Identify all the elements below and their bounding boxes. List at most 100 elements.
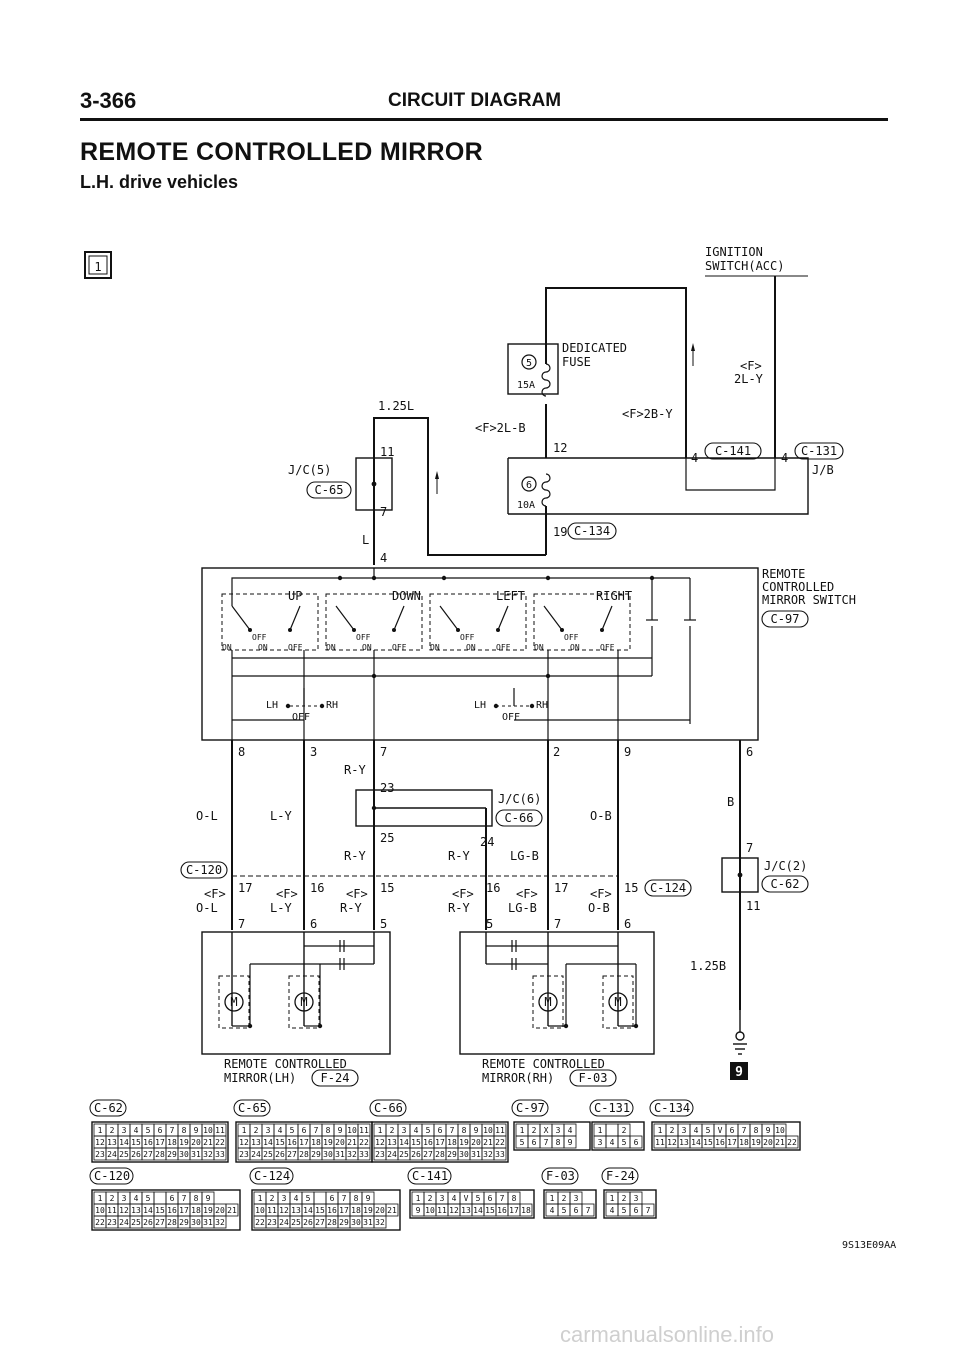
dedicated-fuse-box: 5 15A [507, 343, 559, 397]
connector-pin: 23 [95, 1150, 105, 1159]
connector-pin: 6 [634, 1138, 639, 1147]
connector-pin: 27 [155, 1218, 165, 1227]
ground-number: 9 [735, 1065, 743, 1080]
connector-view-frame [409, 1189, 535, 1219]
section-title: CIRCUIT DIAGRAM [388, 90, 562, 111]
connector-pin: 24 [251, 1150, 261, 1159]
connector-pin: 23 [267, 1218, 277, 1227]
conn-c66: C-66 [505, 811, 534, 825]
switch-right-label: RIGHT [596, 589, 632, 603]
wf-5: <F> [516, 887, 538, 901]
right-on-1: ON [534, 643, 544, 652]
mirror-switch [201, 567, 759, 741]
connector-pin: 1 [416, 1194, 421, 1203]
connector-pin: 18 [311, 1138, 321, 1147]
spin-6: 6 [746, 745, 753, 759]
connector-pin: 5 [476, 1194, 481, 1203]
switch-name-3: MIRROR SWITCH [762, 593, 856, 607]
connector-pin: 7 [170, 1126, 175, 1135]
wire-ob-2: O-B [588, 901, 610, 915]
connector-pin: 4 [294, 1194, 299, 1203]
connector-view-frame [91, 1121, 229, 1163]
wire-l: L [362, 533, 369, 547]
switch-onoff-labels: OFF ON ON OFF OFF ON ON OFF OFF ON ON OF… [222, 633, 615, 723]
connector-pin: 7 [646, 1206, 651, 1215]
down-on-1: ON [326, 643, 336, 652]
switch-name-1: REMOTE [762, 567, 805, 581]
connector-pin: 7 [450, 1126, 455, 1135]
pin-11: 11 [380, 445, 394, 459]
connector-pin: 1 [550, 1194, 555, 1203]
connector-pin: 25 [119, 1150, 129, 1159]
dedicated-fuse-label-1: DEDICATED [562, 341, 627, 355]
connector-view-label: C-141 [412, 1169, 448, 1183]
mirror-rh-box: M M [459, 931, 655, 1055]
connector-pin: 6 [730, 1126, 735, 1135]
connector-pin: 10 [95, 1206, 105, 1215]
connector-pin: 24 [279, 1218, 289, 1227]
connector-pin: 29 [339, 1218, 349, 1227]
connector-pin: 14 [119, 1138, 129, 1147]
conn-c141: C-141 [715, 444, 751, 458]
mirror-lh-label-2: MIRROR(LH) [224, 1071, 296, 1085]
connector-view-label: C-66 [374, 1101, 403, 1115]
connector-view-frame [651, 1121, 801, 1151]
connector-pin: 20 [335, 1138, 345, 1147]
power-wiring [373, 276, 776, 565]
connector-view-label: C-134 [654, 1101, 690, 1115]
connector-pin: 15 [131, 1138, 141, 1147]
connector-pin: 16 [143, 1138, 153, 1147]
connector-pin: 19 [203, 1206, 213, 1215]
right-off-1: OFF [564, 633, 579, 642]
connector-pin: 2 [254, 1126, 259, 1135]
connector-pin: 21 [347, 1138, 357, 1147]
connector-pin: 11 [215, 1126, 225, 1135]
connector-pin: 13 [251, 1138, 261, 1147]
connector-pin: 27 [423, 1150, 433, 1159]
rh-label-1: RH [326, 700, 338, 711]
connector-pin: 3 [574, 1194, 579, 1203]
connector-pin: 8 [326, 1126, 331, 1135]
header-rule [80, 118, 888, 121]
connector-pin: 33 [495, 1150, 505, 1159]
down-on-2: ON [362, 643, 372, 652]
connector-pin: 15 [275, 1138, 285, 1147]
connector-pin: 10 [775, 1126, 785, 1135]
connector-pin: 4 [452, 1194, 457, 1203]
wire-ry-1: R-Y [344, 763, 366, 777]
connector-pin: 32 [375, 1218, 385, 1227]
connector-pin: 18 [351, 1206, 361, 1215]
connector-pin: 16 [287, 1138, 297, 1147]
connector-pin: 15 [485, 1206, 495, 1215]
junction-connector-5 [355, 457, 393, 511]
ignition-label-2: SWITCH(ACC) [705, 259, 784, 273]
connector-pin: 15 [155, 1206, 165, 1215]
connector-pin: 2 [532, 1126, 537, 1135]
connector-pin: 14 [263, 1138, 273, 1147]
connector-pin: 17 [435, 1138, 445, 1147]
connector-pin: 5 [520, 1138, 525, 1147]
connector-pin: 7 [742, 1126, 747, 1135]
lh-label-2: LH [474, 700, 486, 711]
connector-pin: 8 [182, 1126, 187, 1135]
mirror-lh-label-1: REMOTE CONTROLLED [224, 1057, 347, 1071]
right-on-2: ON [570, 643, 580, 652]
connector-pin: 1 [520, 1126, 525, 1135]
connector-pin: 11 [267, 1206, 277, 1215]
connector-view-label: C-120 [94, 1169, 130, 1183]
cpin-17: 17 [238, 881, 252, 895]
connector-pin: 10 [255, 1206, 265, 1215]
wire-f-2lb: <F>2L-B [475, 421, 526, 435]
connector-pin: 8 [354, 1194, 359, 1203]
dpin-15: 15 [624, 881, 638, 895]
connector-pin: 3 [682, 1126, 687, 1135]
connector-pin: 7 [544, 1138, 549, 1147]
connector-pin: 2 [390, 1126, 395, 1135]
connector-pin: 25 [263, 1150, 273, 1159]
connector-pin: 11 [107, 1206, 117, 1215]
connector-pin: 4 [134, 1126, 139, 1135]
wire-f-2by: <F>2B-Y [622, 407, 673, 421]
connector-pin: 13 [107, 1138, 117, 1147]
connector-pin: 21 [227, 1206, 237, 1215]
